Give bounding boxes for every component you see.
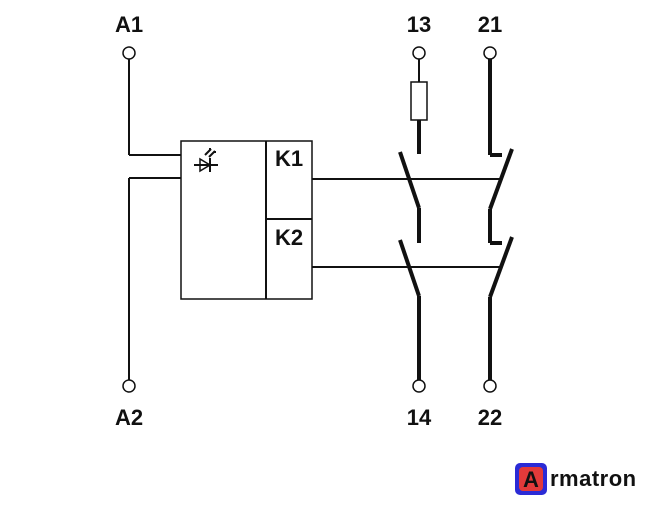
armatron-logo-text: rmatron — [550, 466, 637, 491]
contact-path-21-22 — [488, 59, 514, 380]
terminal-a1 — [122, 46, 136, 60]
terminal-label-a1: A1 — [115, 12, 143, 37]
led-diode-icon — [194, 148, 218, 173]
relay-label-k2: K2 — [275, 225, 303, 250]
relay-linkage — [312, 178, 500, 268]
terminal-21 — [483, 46, 497, 60]
terminal-label-14: 14 — [407, 405, 432, 430]
relay-label-k1: K1 — [275, 146, 303, 171]
terminal-a2 — [122, 379, 136, 393]
svg-text:A: A — [523, 467, 539, 492]
terminal-label-22: 22 — [478, 405, 502, 430]
terminal-13 — [412, 46, 426, 60]
armatron-badge-icon: A — [514, 462, 548, 496]
terminal-label-a2: A2 — [115, 405, 143, 430]
fuse-symbol — [410, 81, 428, 121]
terminal-label-21: 21 — [478, 12, 502, 37]
supply-wiring — [128, 59, 181, 380]
armatron-logo: A rmatron — [514, 462, 637, 496]
relay-module — [180, 140, 313, 300]
terminal-label-13: 13 — [407, 12, 431, 37]
terminal-14 — [412, 379, 426, 393]
terminal-22 — [483, 379, 497, 393]
contact-path-13-14 — [398, 59, 428, 380]
